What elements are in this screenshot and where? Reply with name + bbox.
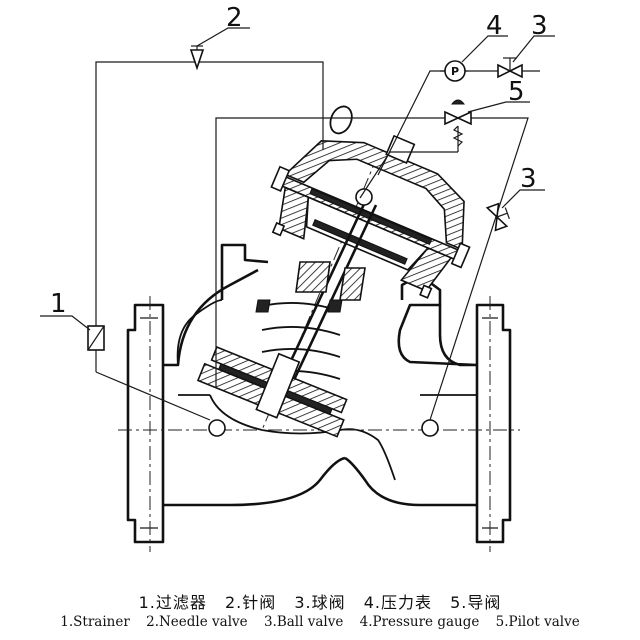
gauge-symbol: P — [451, 65, 459, 78]
legend-en-item: 5.Pilot valve — [495, 614, 580, 630]
callout-number: 3 — [520, 164, 537, 194]
callout-number: 2 — [226, 3, 243, 33]
callout-2: 2 — [196, 3, 250, 47]
legend-en-item: 3.Ball valve — [263, 614, 344, 630]
callout-5: 5 — [467, 77, 530, 113]
guide-bushing — [295, 261, 366, 301]
legend-cn-item: 2.针阀 — [224, 593, 277, 612]
legend-cn-item: 3.球阀 — [294, 593, 346, 612]
strainer-icon — [87, 325, 105, 351]
outlet-port — [421, 419, 439, 437]
ball-valve-top-icon — [497, 57, 523, 79]
legend-english: 1.Strainer 2.Needle valve 3.Ball valve 4… — [0, 614, 640, 630]
ball-valve-side-icon — [485, 202, 510, 232]
legend-en-item: 1.Strainer — [60, 614, 130, 630]
pilot-valve-icon — [444, 99, 472, 147]
callout-3-side: 3 — [501, 164, 545, 209]
valve-disc — [196, 346, 348, 438]
callout-number: 5 — [508, 77, 525, 107]
callout-4: 4 — [461, 11, 508, 63]
control-pipework — [95, 61, 540, 421]
legend-en-item: 2.Needle valve — [146, 614, 248, 630]
legend-chinese: 1.过滤器 2.针阀 3.球阀 4.压力表 5.导阀 — [0, 589, 640, 613]
callout-number: 4 — [486, 11, 503, 41]
needle-valve-icon — [189, 45, 205, 71]
callout-1: 1 — [40, 289, 91, 331]
diaphragm-chamber — [270, 105, 471, 299]
legend-en-item: 4.Pressure gauge — [359, 614, 480, 630]
legend-cn-item: 1.过滤器 — [138, 593, 207, 612]
callout-number: 3 — [531, 11, 548, 41]
legend-cn-item: 4.压力表 — [363, 593, 433, 612]
pressure-gauge-icon: P — [444, 60, 466, 82]
spring — [255, 299, 343, 380]
callout-number: 1 — [50, 289, 67, 319]
legend-cn-item: 5.导阀 — [450, 593, 502, 612]
inlet-port — [208, 419, 226, 437]
callout-3-top: 3 — [512, 11, 555, 63]
